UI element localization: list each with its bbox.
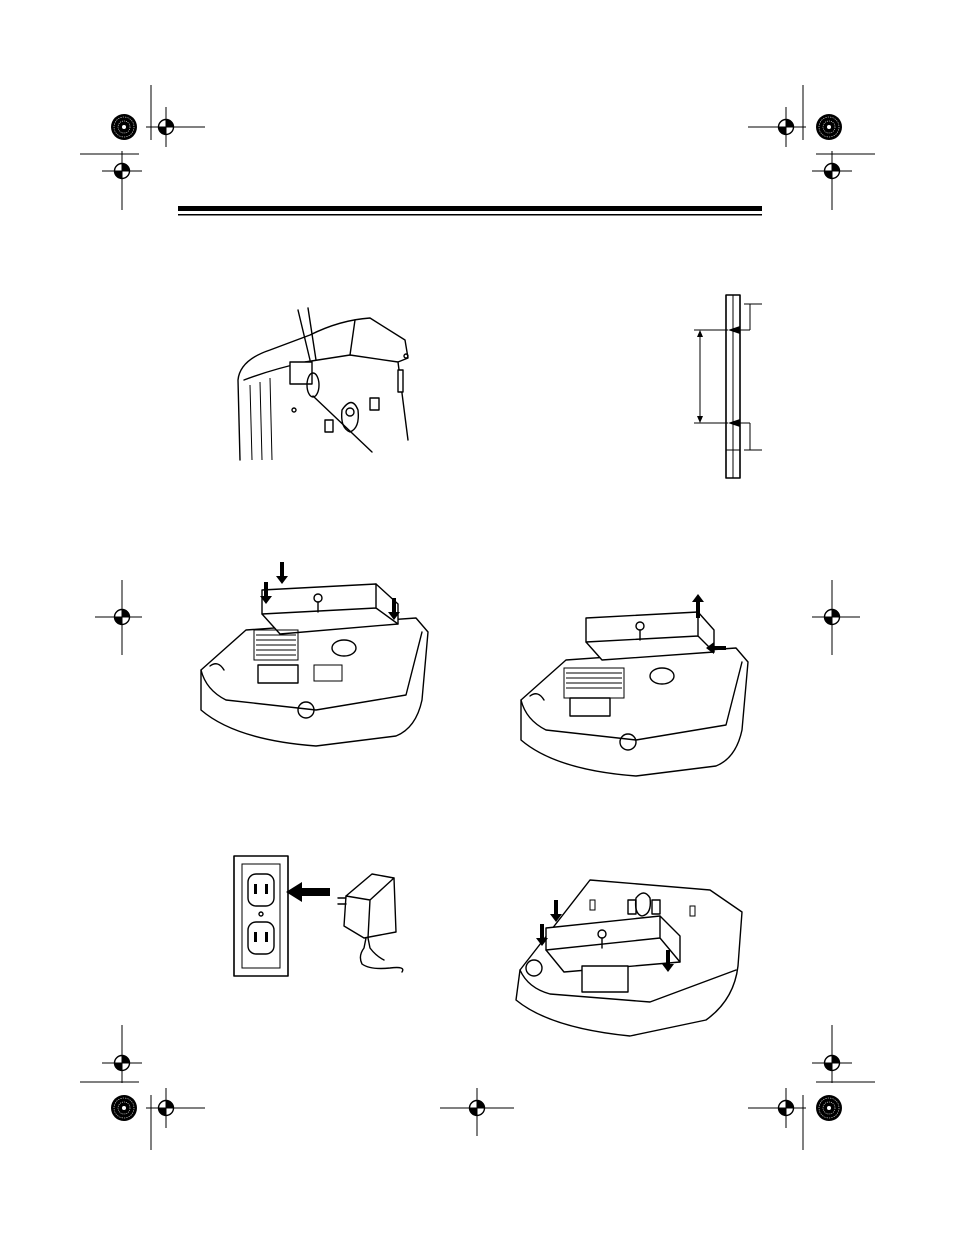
figure-bracket-remove (516, 590, 756, 780)
figure-ac-adapter (230, 852, 420, 982)
figure-bracket-attach (196, 560, 436, 750)
figure-screw-spacing (688, 290, 768, 485)
figure-bracket-desk (510, 870, 750, 1040)
figure-line-cord-clip (230, 300, 420, 470)
